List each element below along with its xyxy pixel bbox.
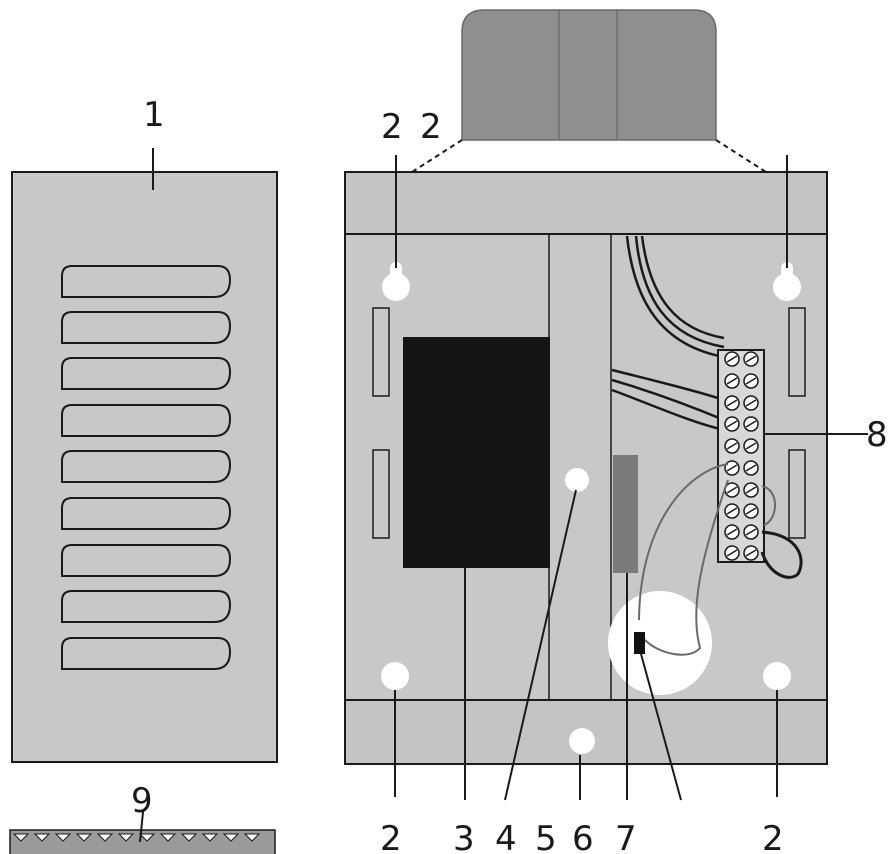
mount-hole-bottom-left [381, 662, 409, 690]
callout-4: 4 [495, 819, 517, 854]
callout-9: 9 [131, 781, 153, 821]
mount-slot [788, 449, 806, 539]
top-cap [411, 9, 767, 173]
mount-hole-bottom-right [763, 662, 791, 690]
relay-module [613, 455, 638, 573]
callout-labels: 1 2 2 2 3 4 5 6 7 2 8 9 [131, 95, 888, 854]
fuse [634, 632, 645, 654]
leader-lines [139, 148, 868, 843]
callout-2-bottom-right: 2 [762, 819, 784, 854]
vent-slot [61, 265, 232, 298]
callout-2-top-b: 2 [420, 107, 442, 147]
callout-6: 6 [572, 819, 594, 854]
vent-slot [61, 311, 232, 344]
keyhole-mount-right [773, 262, 801, 301]
battery-disc [608, 591, 712, 695]
callout-8: 8 [866, 415, 888, 455]
vent-slot [61, 544, 232, 577]
mount-slot [372, 307, 390, 397]
vent-slot [61, 450, 232, 483]
vent-slot [61, 404, 232, 437]
mount-hole-rail [569, 728, 595, 754]
cover-vent-slots [61, 265, 232, 670]
terminal-block [717, 349, 765, 563]
loop-wire [760, 530, 803, 579]
mount-slot [788, 307, 806, 397]
callout-2-top-a: 2 [381, 107, 403, 147]
housing [344, 171, 828, 765]
mount-hole-center [565, 468, 589, 492]
callout-3: 3 [453, 819, 475, 854]
vent-slot [61, 497, 232, 530]
vent-slot [61, 637, 232, 670]
callout-1: 1 [143, 95, 165, 135]
mount-slot [372, 449, 390, 539]
top-rail [344, 171, 828, 235]
callout-7: 7 [615, 819, 637, 854]
callout-5: 5 [535, 819, 557, 854]
cable-bundle [611, 235, 725, 432]
vent-slot [61, 357, 232, 390]
callout-2-bottom-left: 2 [380, 819, 402, 854]
transformer [403, 337, 550, 568]
vent-slot [61, 590, 232, 623]
perforated-strip [9, 829, 276, 854]
cover-panel [11, 171, 278, 763]
thin-wires [638, 463, 776, 656]
keyhole-mount-left [382, 262, 410, 301]
